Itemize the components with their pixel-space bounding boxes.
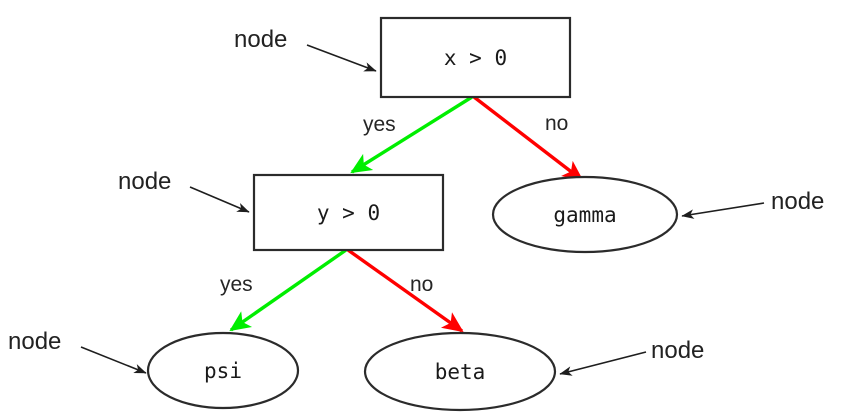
- node-second[interactable]: y > 0: [252, 173, 445, 252]
- node-root-box[interactable]: [379, 16, 572, 99]
- callout-gamma-arrow-icon: [681, 202, 765, 219]
- callout-root-arrow-icon: [306, 44, 377, 72]
- edge-label-second-yes: yes: [220, 273, 253, 296]
- node-gamma-ellipse[interactable]: [491, 175, 679, 254]
- callout-second-label: node: [118, 168, 171, 195]
- callout-beta-label: node: [651, 337, 704, 364]
- callout-root-label: node: [234, 26, 287, 53]
- callout-psi: node: [8, 328, 147, 374]
- node-psi-ellipse[interactable]: [146, 331, 300, 410]
- node-psi[interactable]: psi: [146, 331, 300, 410]
- node-beta-ellipse[interactable]: [363, 331, 557, 412]
- node-root[interactable]: x > 0: [379, 16, 572, 99]
- callout-second: node: [118, 168, 250, 213]
- edge-label-second-no: no: [410, 273, 433, 296]
- edge-root-yes: yes: [350, 95, 473, 174]
- edge-second-yes: yes: [220, 248, 347, 332]
- node-beta[interactable]: beta: [363, 331, 557, 412]
- edge-label-root-no: no: [545, 112, 568, 135]
- edge-label-root-yes: yes: [363, 113, 396, 136]
- edge-root-yes-line: [350, 95, 473, 174]
- node-second-box[interactable]: [252, 173, 445, 252]
- callout-root: node: [234, 26, 377, 72]
- callout-psi-label: node: [8, 328, 61, 355]
- node-root-label: x > 0: [444, 46, 507, 70]
- callout-psi-arrow-icon: [80, 346, 147, 374]
- node-gamma-label: gamma: [553, 203, 616, 227]
- callout-gamma: node: [681, 188, 824, 219]
- edge-second-yes-line: [229, 248, 347, 332]
- node-gamma[interactable]: gamma: [491, 175, 679, 254]
- callout-beta: node: [559, 337, 704, 376]
- node-psi-label: psi: [204, 359, 242, 383]
- edge-second-no: no: [347, 248, 464, 333]
- node-second-label: y > 0: [317, 201, 380, 225]
- callout-beta-arrow-icon: [559, 351, 647, 376]
- edge-root-no-line: [472, 95, 584, 182]
- edge-second-no-line: [347, 248, 464, 333]
- callout-gamma-label: node: [771, 188, 824, 215]
- edge-root-no: no: [472, 95, 584, 182]
- node-beta-label: beta: [435, 360, 486, 384]
- callout-second-arrow-icon: [189, 186, 250, 213]
